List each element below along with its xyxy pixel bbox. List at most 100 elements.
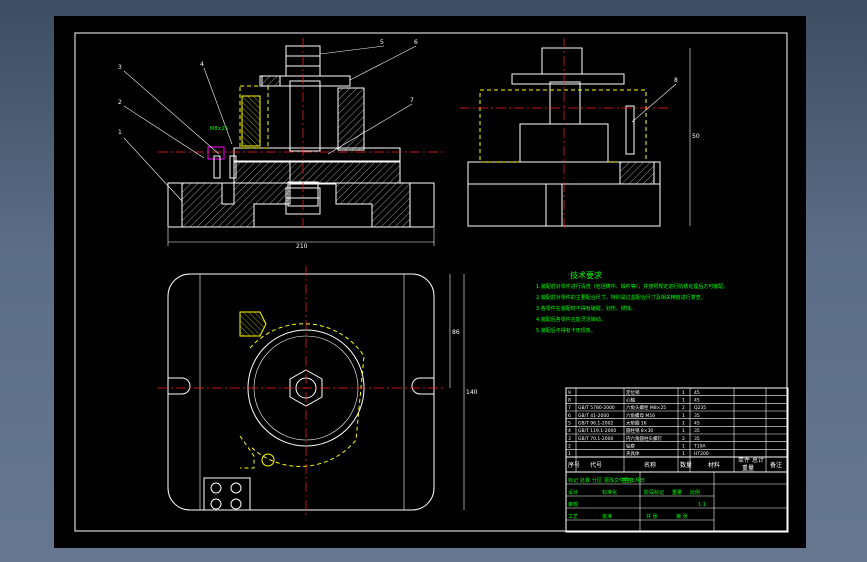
- bom-cell-qty: 1: [682, 398, 685, 404]
- bom-cell-code: GB/T 5780-2000: [578, 405, 615, 411]
- balloon-3: 3: [118, 64, 122, 71]
- top-bushing: [239, 311, 267, 337]
- side-dimension: 50: [692, 133, 700, 140]
- pin-hole-left: [213, 155, 221, 179]
- pin-hole-right: [229, 155, 237, 179]
- balloon-7: 7: [410, 97, 414, 104]
- bom-cell-material: 45: [694, 390, 700, 396]
- side-upper-block: [479, 89, 647, 163]
- top-view[interactable]: 86 140: [158, 266, 478, 516]
- bom-cell-material: T10A: [693, 444, 706, 450]
- note-line-4: 4.装配后各零件应能灵活转动。: [536, 316, 606, 323]
- bom-cell-no: 8: [568, 398, 571, 404]
- leader-1: [123, 137, 183, 202]
- balloon-8: 8: [674, 77, 678, 84]
- bom-cell-name: 夹具体: [626, 450, 640, 457]
- tb-revision: 分区: [592, 477, 602, 484]
- bom-header-unit: 单件: [738, 456, 750, 464]
- bom-cell-name: 六角头螺栓 M8×25: [626, 404, 666, 411]
- leader-6: [349, 45, 417, 81]
- tb-marks: 标记: [568, 477, 578, 484]
- bom-header-qty: 数量: [680, 461, 692, 469]
- balloon-6: 6: [414, 39, 418, 46]
- bom-cell-qty: 2: [682, 405, 685, 411]
- bom-header-material: 材料: [708, 461, 720, 469]
- drawing-canvas[interactable]: 210 1 2 3 4 5 6 7 M8×25 8 50: [54, 16, 806, 548]
- bom-header-code: 代号: [590, 461, 602, 469]
- balloon-4: 4: [200, 61, 204, 68]
- bom-header-weight: 重量: [742, 464, 754, 472]
- side-view[interactable]: 8 50: [460, 38, 700, 231]
- bom-cell-material: 35: [694, 436, 700, 442]
- drawing-sheet[interactable]: 210 1 2 3 4 5 6 7 M8×25 8 50: [54, 16, 806, 548]
- note-line-2: 2.装配前对零件的主要配合尺寸，特别是过盈配合尺寸及相关精度进行复查。: [536, 294, 706, 301]
- front-view[interactable]: 210: [158, 38, 446, 250]
- tb-sheets: 共 张: [646, 513, 658, 520]
- bom-cell-code: GB/T 119.1-2000: [578, 428, 616, 434]
- top-pin-circle: [261, 453, 275, 467]
- bom-cell-name: 钻套: [626, 443, 635, 450]
- leader-2: [123, 105, 205, 159]
- top-dimension-1: 86: [452, 329, 460, 336]
- bom-frame: [565, 387, 789, 533]
- bom-cell-name: 内六角圆柱头螺钉: [626, 435, 662, 442]
- bom-cell-qty: 1: [682, 451, 685, 457]
- side-pin: [625, 105, 635, 155]
- bolt-a: [210, 482, 222, 494]
- tb-scale: 比例: [690, 489, 700, 496]
- side-nut: [541, 47, 583, 75]
- side-hatch-right: [619, 161, 655, 185]
- bom-cell-qty: 1: [682, 428, 685, 434]
- bom-cell-qty: 1: [682, 390, 685, 396]
- tb-date: 年月日: [630, 477, 645, 484]
- note-line-5: 5.装配后不得有卡死现象。: [536, 327, 596, 334]
- note-line-1: 1.装配前对零件进行清洗（包括铸件、锻件等），并按照规定进行防锈处理后方可装配。: [536, 283, 728, 290]
- bom-cell-no: 5: [568, 421, 571, 427]
- washer-hatch: [261, 75, 281, 87]
- bolt-b: [230, 482, 242, 494]
- tb-standard: 标准化: [602, 489, 617, 496]
- bom-cell-no: 9: [568, 390, 571, 396]
- tb-doc-no: 更改文件号: [604, 477, 629, 484]
- bom-cell-material: HT200: [694, 451, 709, 457]
- bom-header-name: 名称: [644, 461, 656, 469]
- notes-title: 技术要求: [570, 270, 602, 280]
- tb-process: 工艺: [568, 514, 578, 520]
- bom-cell-material: 35: [694, 413, 700, 419]
- bom-cell-material: Q235: [694, 405, 706, 411]
- leader-7: [327, 103, 413, 155]
- side-mandrel: [549, 81, 581, 125]
- tb-zones: 处数: [580, 477, 590, 484]
- balloon-5: 5: [380, 39, 384, 46]
- bom-cell-no: 4: [568, 428, 571, 434]
- tb-signature: 签名: [622, 477, 632, 484]
- bom-cell-qty: 2: [682, 436, 685, 442]
- bolt-c: [210, 498, 222, 510]
- leader-4: [203, 67, 233, 145]
- bom-cell-code: GB/T 70.1-2000: [578, 436, 614, 442]
- bom-header-remark: 备注: [770, 461, 782, 469]
- bom-header-no: 序号: [568, 461, 580, 469]
- balloon-1: 1: [118, 129, 122, 136]
- bom-cell-name: 心轴: [626, 397, 635, 404]
- bom-cell-material: 35: [694, 428, 700, 434]
- bom-cell-no: 1: [568, 451, 571, 457]
- bolt-pocket: [203, 477, 251, 511]
- top-yellow-arc: [249, 323, 365, 467]
- leader-8: [631, 83, 677, 123]
- leader-5: [319, 45, 385, 55]
- bom-cell-name: 六角螺母 M16: [626, 412, 655, 419]
- top-dimension-2: 140: [466, 389, 478, 396]
- balloon-2: 2: [118, 99, 122, 106]
- bom-cell-no: 2: [568, 444, 571, 450]
- mandrel: [289, 80, 321, 152]
- bom-cell-no: 3: [568, 436, 571, 442]
- bom-cell-qty: 1: [682, 421, 685, 427]
- bom-cell-code: GB/T 41-2000: [578, 413, 609, 419]
- m8-label-box: [207, 146, 225, 160]
- front-dimension: 210: [296, 243, 308, 250]
- top-body: [167, 273, 435, 511]
- tb-sheet: 第 张: [676, 513, 688, 520]
